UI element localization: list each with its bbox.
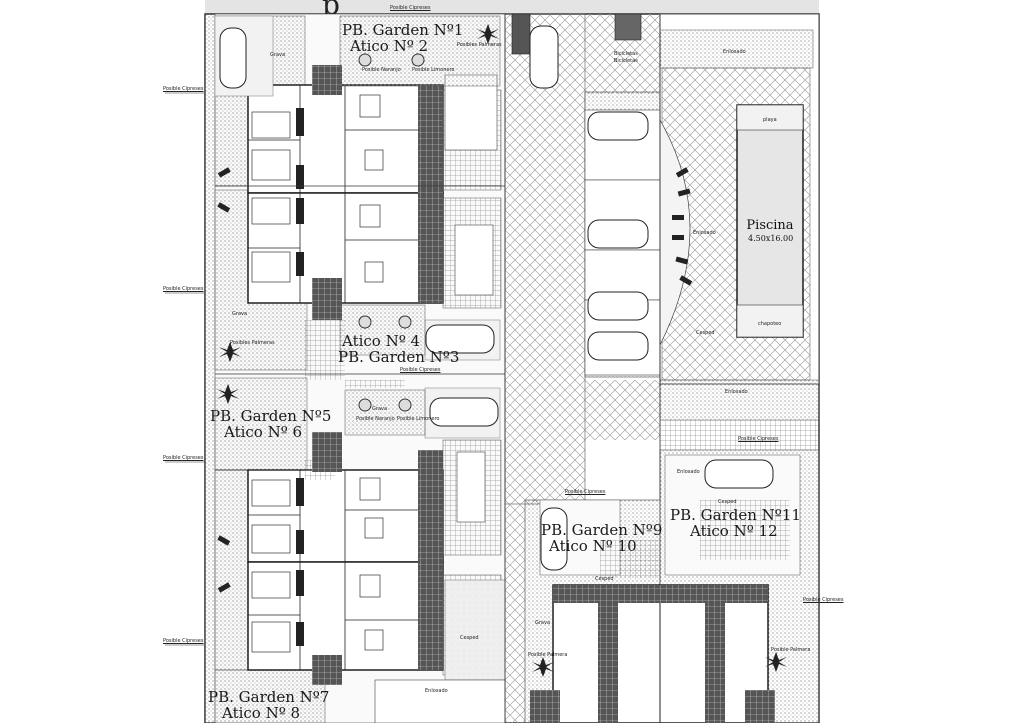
pool-dimensions: 4.50x16.00 [748, 234, 794, 243]
unit-label-line: Atico Nº 2 [350, 37, 429, 55]
paving-label: Enlosado [723, 49, 746, 55]
unit-label-line: PB. Garden Nº3 [338, 348, 460, 366]
gravel-label: Grava [372, 406, 388, 412]
bicycles-label: Bicicletas [614, 51, 638, 57]
gravel-label: Grava [270, 52, 286, 58]
orange-tree-label: Posible Naranjo [356, 416, 395, 422]
lemon-tree-label: Posible Limonero [412, 67, 455, 73]
pool-splash-label: chapoteo [758, 321, 782, 327]
palms-label: Posibles Palmeras [230, 340, 275, 346]
cypress-note: Posible Cipreses [803, 597, 844, 603]
cypress-note: Posible Cipreses [163, 86, 204, 92]
lemon-tree-label: Posible Limonero [397, 416, 440, 422]
unit-label-line: Atico Nº 8 [222, 704, 301, 722]
pool-beach-label: playa [763, 117, 777, 123]
unit-label-line: PB. Garden Nº7 [208, 688, 330, 706]
palm-label: Posible Palmera [528, 652, 568, 658]
unit-label-line: Atico Nº 4 [342, 332, 421, 350]
pool-title: Piscina [746, 218, 794, 233]
unit-label-line: PB. Garden Nº9 [541, 521, 663, 539]
paving-label: Enlosado [725, 389, 748, 395]
unit-label-line: Atico Nº 12 [690, 522, 778, 540]
paving-label: Enlosado [425, 688, 448, 694]
orange-tree-label: Posible Naranjo [362, 67, 401, 73]
cypress-note: Posible Cipreses [390, 5, 431, 11]
unit-label-9-10: PB. Garden Nº9 Atico Nº 10 [541, 522, 662, 554]
bicycles-label: Bicicletas [614, 58, 638, 64]
lawn-label: Cesped [460, 635, 479, 641]
unit-label-line: PB. Garden Nº11 [670, 506, 801, 524]
paving-label: Enlosado [677, 469, 700, 475]
cypress-note: Posible Cipreses [400, 367, 441, 373]
top-strip [205, 0, 819, 14]
pool-lawn-label: Cesped [696, 330, 715, 336]
unit-label-11-12: PB. Garden Nº11 Atico Nº 12 [670, 507, 801, 539]
cypress-note: Posible Cipreses [163, 455, 204, 461]
palms-label: Posibles Palmeras [457, 42, 502, 48]
gravel-label: Grava [232, 311, 248, 317]
cypress-note: Posible Cipreses [163, 286, 204, 292]
unit-label-5-6: PB. Garden Nº5 Atico Nº 6 [210, 408, 331, 440]
lawn-label: Cesped [595, 576, 614, 582]
unit-label-7-8: PB. Garden Nº7 Atico Nº 8 [208, 689, 329, 721]
unit-label-1-2: PB. Garden Nº1 Atico Nº 2 [342, 22, 463, 54]
unit-label-line: Atico Nº 6 [224, 423, 303, 441]
cypress-note: Posible Cipreses [565, 489, 606, 495]
pool [736, 104, 804, 338]
unit-label-3-4: Atico Nº 4 PB. Garden Nº3 [338, 333, 459, 365]
unit-label-line: Atico Nº 10 [549, 537, 637, 555]
unit-label-line: PB. Garden Nº1 [342, 21, 464, 39]
lawn-label: Cesped [718, 499, 737, 505]
paving-label: Enlosado [693, 230, 716, 236]
cypress-note: Posible Cipreses [163, 638, 204, 644]
palm-label: Posible Palmera [771, 647, 811, 653]
cypress-note: Posible Cipreses [738, 436, 779, 442]
unit-label-line: PB. Garden Nº5 [210, 407, 332, 425]
gravel-label: Grava [535, 620, 551, 626]
